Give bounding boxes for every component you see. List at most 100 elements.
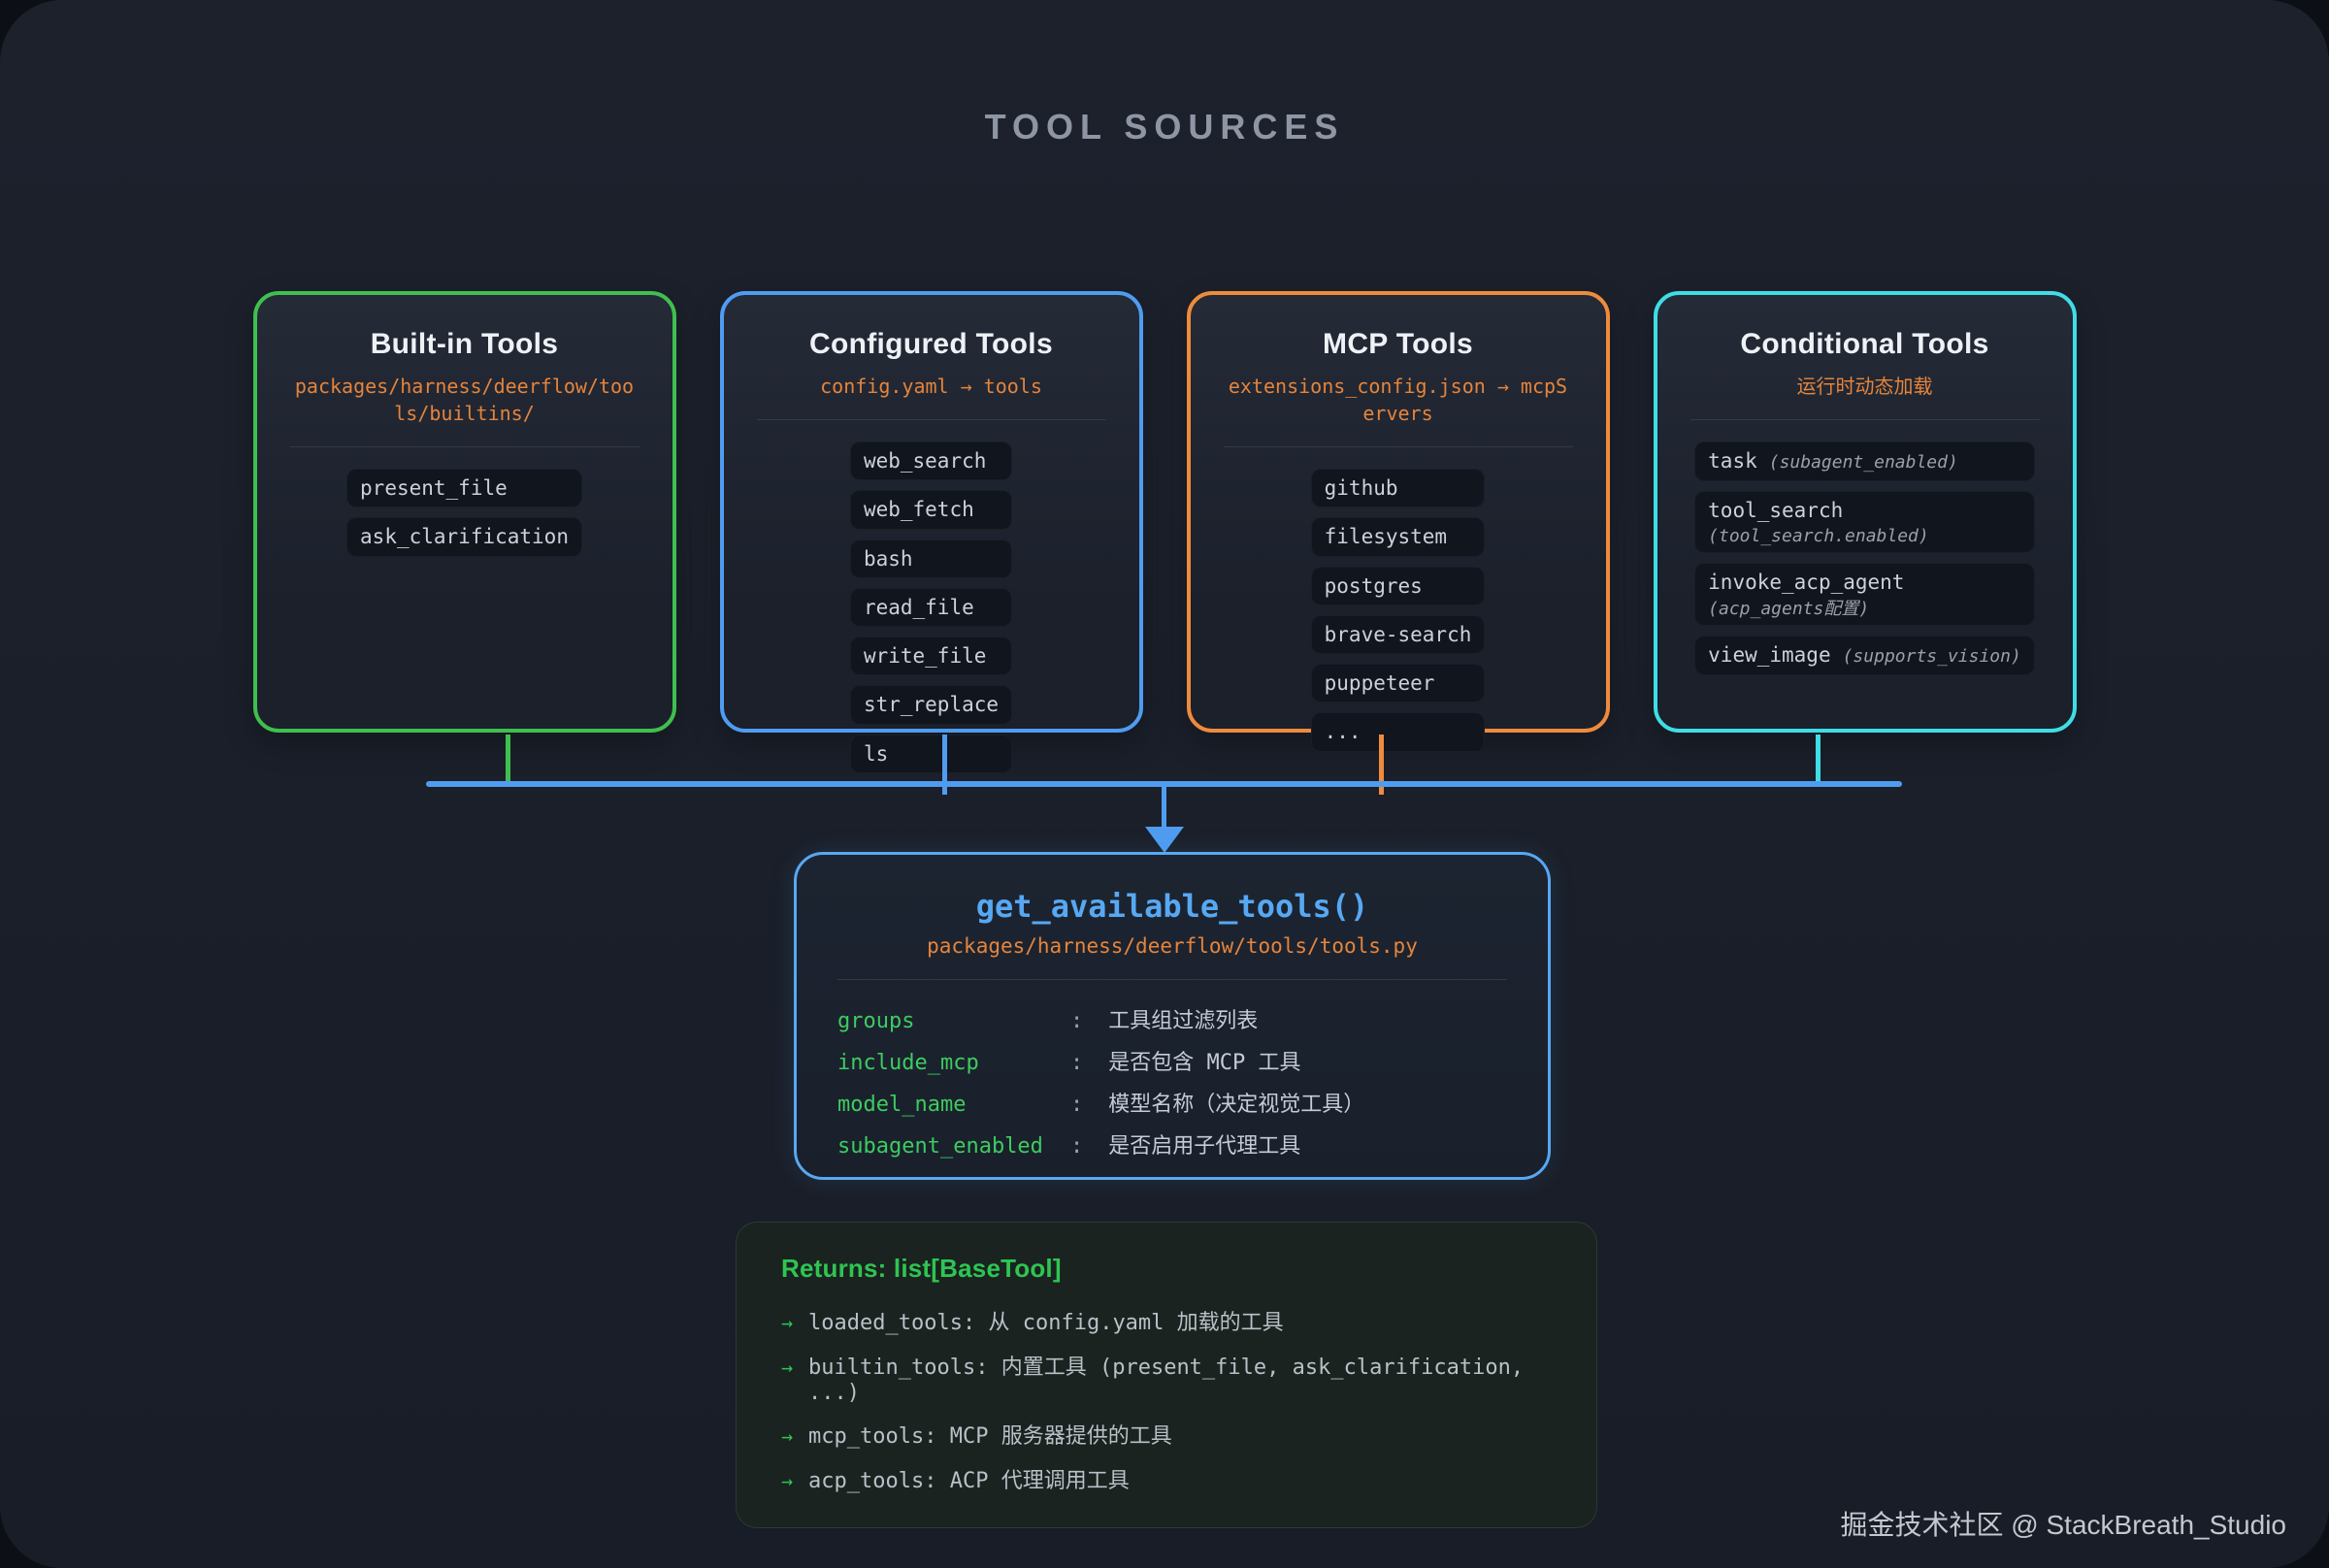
param-colon: : <box>1070 1093 1084 1117</box>
chip-label: ls <box>863 741 889 766</box>
chip-label: web_search <box>863 449 987 473</box>
card-subtitle: 运行时动态加载 <box>1796 375 1933 398</box>
cards-row: Built-in Tools packages/harness/deerflow… <box>0 291 2329 773</box>
tool-chip: puppeteer <box>1310 664 1486 703</box>
chip-list: present_file ask_clarification <box>290 469 640 557</box>
param-colon: : <box>1070 1009 1084 1033</box>
chip-label: invoke_acp_agent <box>1708 571 1905 595</box>
connector-drop-mcp <box>1379 735 1384 781</box>
chip-label: puppeteer <box>1324 671 1435 695</box>
chip-label: ... <box>1324 720 1361 744</box>
returns-list: → loaded_tools: 从 config.yaml 加载的工具 → built… <box>781 1305 1552 1494</box>
return-text: mcp_tools: MCP 服务器提供的工具 <box>808 1424 1172 1449</box>
returns-title: Returns: list[BaseTool] <box>781 1254 1062 1283</box>
card-subtitle: config.yaml → tools <box>820 375 1042 398</box>
tool-chip: str_replace <box>849 685 1013 725</box>
card-divider <box>1689 419 2040 420</box>
param-name: subagent_enabled <box>837 1134 1043 1159</box>
chip-label: view_image <box>1708 643 1831 668</box>
return-text: loaded_tools: 从 config.yaml 加载的工具 <box>808 1311 1284 1335</box>
card-title: MCP Tools <box>1323 328 1473 360</box>
card-divider <box>1223 446 1573 447</box>
chip-label: tool_search <box>1708 498 1844 522</box>
connector-drop-configured <box>942 735 947 781</box>
card-title: Built-in Tools <box>370 328 559 360</box>
tool-chip: view_image (supports_vision) <box>1694 636 2035 675</box>
function-divider <box>837 979 1507 980</box>
tool-chip: read_file <box>849 587 1013 627</box>
tool-card-conditional: Conditional Tools 运行时动态加载 task (subagent_… <box>1653 291 2077 733</box>
param-desc: 工具组过滤列表 <box>1108 1009 1259 1033</box>
param-colon: : <box>1070 1051 1084 1075</box>
param-row: include_mcp:是否包含 MCP 工具 <box>837 1045 1507 1076</box>
chip-label: filesystem <box>1324 525 1448 549</box>
arrow-right-icon: → <box>781 1311 794 1334</box>
chip-label: write_file <box>863 644 987 668</box>
param-desc: 模型名称（决定视觉工具） <box>1108 1093 1365 1117</box>
returns-box: Returns: list[BaseTool] → loaded_tools: 从… <box>736 1222 1597 1528</box>
chip-list: task (subagent_enabled) tool_search (tool_s… <box>1690 441 2040 675</box>
tool-chip: tool_search (tool_search.enabled) <box>1694 490 2035 554</box>
param-desc: 是否包含 MCP 工具 <box>1108 1051 1301 1075</box>
connector-tail-mcp <box>1379 787 1384 795</box>
tool-chip: web_search <box>849 441 1013 481</box>
tool-chip: invoke_acp_agent (acp_agents配置) <box>1694 563 2035 627</box>
watermark-credit: 掘金技术社区 @ StackBreath_Studio <box>1840 1510 2286 1540</box>
connector-drop-builtin <box>506 735 510 781</box>
param-row: subagent_enabled: 是否启用子代理工具 <box>837 1128 1507 1160</box>
chip-label: ask_clarification <box>360 525 569 549</box>
tool-chip: present_file <box>346 469 582 508</box>
card-subtitle: packages/harness/deerflow/tools/builtins… <box>294 375 635 425</box>
param-row: groups:工具组过滤列表 <box>837 1003 1507 1034</box>
param-colon: : <box>1070 1134 1084 1159</box>
chip-label: bash <box>863 546 913 571</box>
return-item: → builtin_tools: 内置工具 (present_file, ask_… <box>781 1350 1552 1405</box>
tool-chip: filesystem <box>1310 517 1486 557</box>
card-title: Conditional Tools <box>1740 328 1989 360</box>
param-desc: 是否启用子代理工具 <box>1108 1134 1301 1159</box>
arrow-down-icon <box>1145 827 1184 853</box>
tool-chip: bash <box>849 539 1013 578</box>
function-path: packages/harness/deerflow/tools/tools.py <box>927 934 1418 958</box>
chip-label: present_file <box>360 476 508 500</box>
tool-chip: github <box>1310 469 1486 508</box>
param-name: model_name <box>837 1093 967 1117</box>
function-title: get_available_tools() <box>975 888 1369 925</box>
return-item: → loaded_tools: 从 config.yaml 加载的工具 <box>781 1305 1552 1336</box>
chip-label: brave-search <box>1324 622 1472 646</box>
card-divider <box>756 419 1106 420</box>
chip-label: task <box>1708 449 1757 473</box>
tool-card-configured: Configured Tools config.yaml → tools web… <box>719 291 1143 773</box>
return-item: → mcp_tools: MCP 服务器提供的工具 <box>781 1419 1552 1450</box>
return-item: →acp_tools: ACP 代理调用工具 <box>781 1463 1552 1494</box>
chip-sub: (acp_agents配置) <box>1708 598 1870 619</box>
return-text: acp_tools: ACP 代理调用工具 <box>808 1469 1130 1493</box>
chip-sub: (tool_search.enabled) <box>1708 525 1929 546</box>
tool-card-builtin: Built-in Tools packages/harness/deerflow… <box>252 291 676 733</box>
page-title: TOOL SOURCES <box>984 107 1345 147</box>
tool-chip: ... <box>1310 712 1486 752</box>
connector-drop-conditional <box>1816 735 1821 781</box>
arrow-right-icon: → <box>781 1356 794 1379</box>
chip-label: str_replace <box>863 693 1000 717</box>
connector-bus <box>426 781 1902 787</box>
arrow-right-icon: → <box>781 1424 794 1448</box>
tool-chip: web_fetch <box>849 490 1013 530</box>
chip-label: github <box>1324 476 1398 500</box>
card-divider <box>289 446 640 447</box>
function-box: get_available_tools() packages/harness/d… <box>794 852 1551 1180</box>
tool-chip: task (subagent_enabled) <box>1694 441 2035 481</box>
chip-note: (subagent_enabled) <box>1768 452 1958 473</box>
tool-card-mcp: MCP Tools extensions_config.json → mcpSe… <box>1186 291 1610 752</box>
tool-chip: brave-search <box>1310 614 1486 654</box>
connector-tail-configured <box>942 787 947 795</box>
connector-arrow-stem <box>1162 787 1166 828</box>
chip-label: read_file <box>863 595 974 619</box>
return-text: builtin_tools: 内置工具 (present_file, ask_c… <box>808 1356 1525 1405</box>
chip-note: (supports_vision) <box>1842 646 2021 668</box>
chip-label: web_fetch <box>863 498 974 522</box>
